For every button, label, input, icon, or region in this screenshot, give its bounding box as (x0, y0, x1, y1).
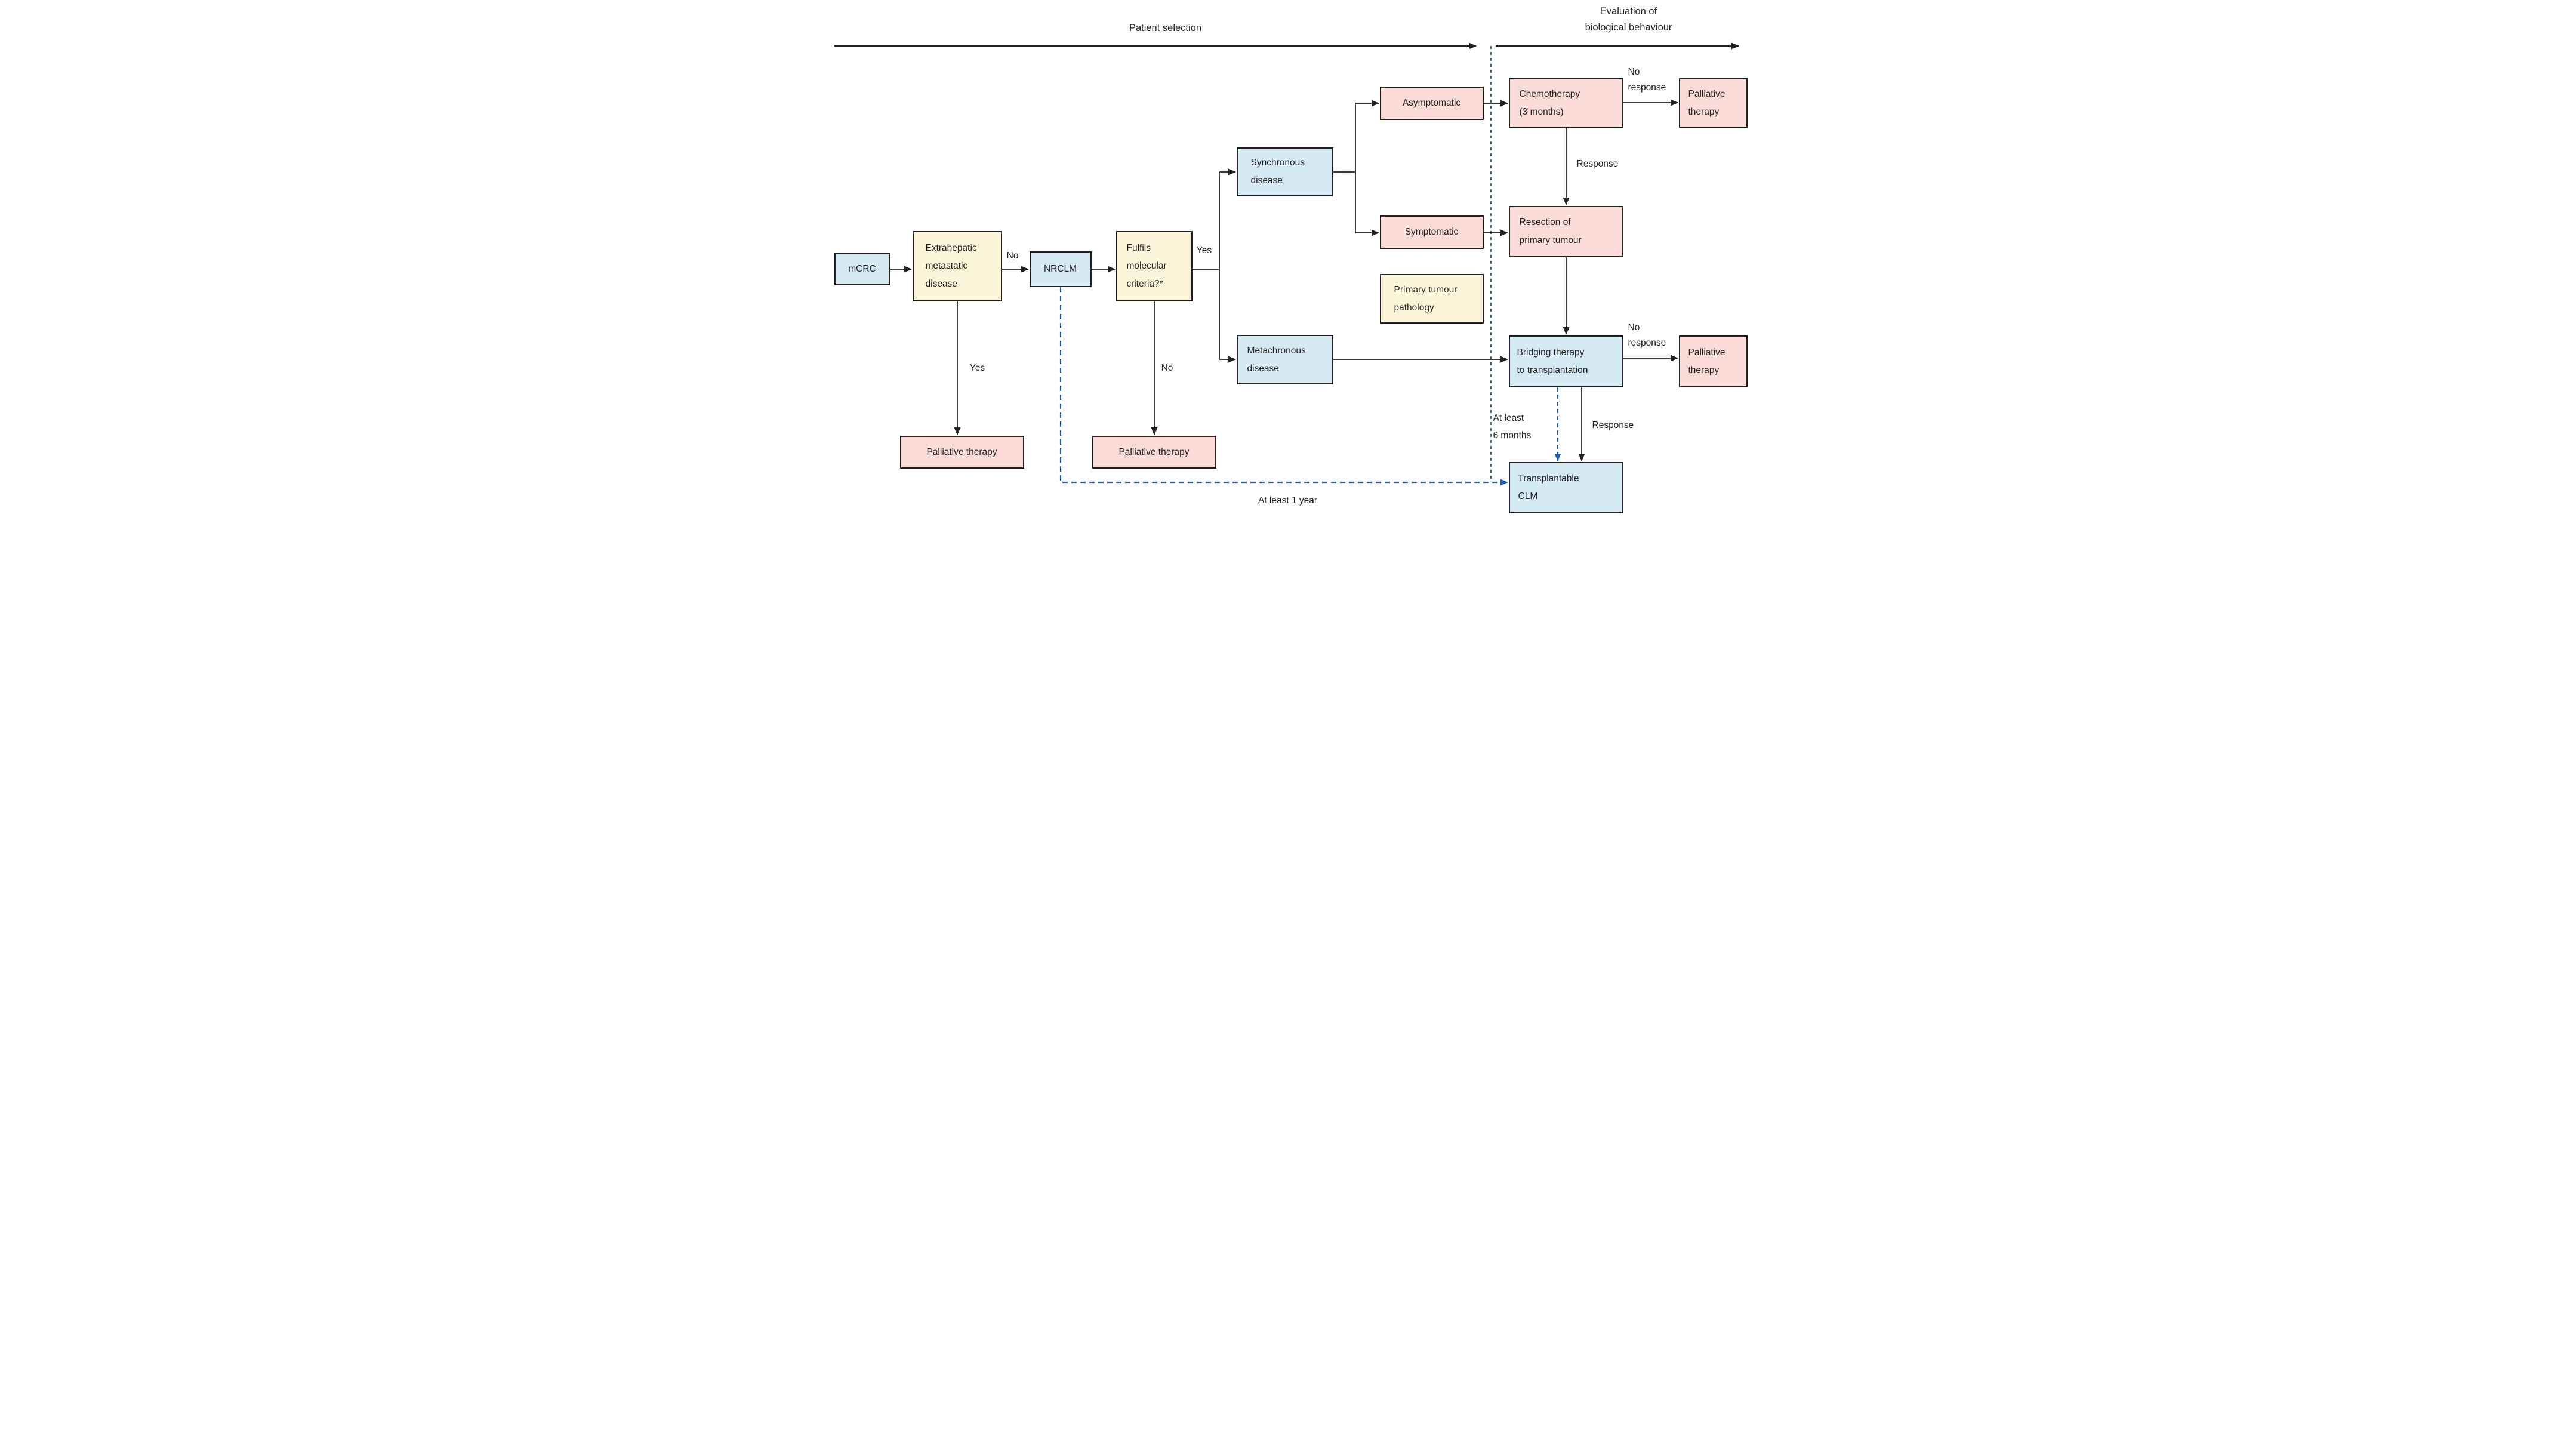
label-no-response-bridging: No response (1628, 322, 1666, 348)
box-mcrc: mCRC (834, 253, 890, 285)
phase-title-patient-selection: Patient selection (1129, 23, 1202, 33)
box-chemotherapy: Chemotherapy (3 months) (1508, 78, 1623, 128)
label-at-least-1-year: At least 1 year (1258, 495, 1318, 506)
box-synchronous-label: Synchronous disease (1250, 158, 1305, 186)
box-metachronous-disease: Metachronous disease (1236, 335, 1333, 384)
label-at-least-6-months: At least 6 months (1493, 413, 1532, 441)
box-resection-label: Resection of primary tumour (1519, 217, 1582, 245)
label-response-bridging: Response (1592, 420, 1634, 430)
box-asymptomatic-label: Asymptomatic (1402, 98, 1461, 108)
label-no-extrahepatic-to-nrclm: No (1006, 251, 1019, 261)
label-no-response-chemotherapy: No response (1628, 67, 1666, 93)
box-nrclm-label: NRCLM (1043, 264, 1077, 274)
box-palliative-top-right-label: Palliative therapy (1688, 88, 1725, 117)
box-asymptomatic: Asymptomatic (1379, 87, 1484, 120)
line-molecular-branch (1192, 172, 1220, 359)
box-resection-primary-tumour: Resection of primary tumour (1508, 206, 1623, 257)
box-palliative-right-label: Palliative therapy (1688, 347, 1725, 375)
box-palliative-therapy-bottom-left: Palliative therapy (899, 436, 1024, 469)
dashed-arrow-nrclm-at-least-1-year (1059, 287, 1508, 486)
label-response-chemotherapy: Response (1576, 159, 1619, 169)
box-palliative-therapy-right: Palliative therapy (1678, 335, 1748, 387)
connector-layer (834, 42, 1739, 486)
flowchart-canvas: Patient selection Evaluation of biologic… (828, 0, 1748, 513)
box-primary-tumour-pathology: Primary tumour pathology (1379, 274, 1484, 324)
box-palliative-therapy-top-right: Palliative therapy (1678, 78, 1748, 128)
box-chemotherapy-label: Chemotherapy (3 months) (1519, 88, 1580, 117)
box-mcrc-label: mCRC (848, 264, 876, 274)
box-transplantable-clm: Transplantable CLM (1508, 462, 1623, 513)
line-synchronous-branch (1333, 103, 1356, 233)
box-metachronous-label: Metachronous disease (1247, 345, 1306, 374)
box-fulfils-molecular-criteria: Fulfils molecular criteria?* (1116, 231, 1193, 301)
label-yes-extrahepatic-to-palliative: Yes (969, 363, 985, 373)
box-primary-pathology-label: Primary tumour pathology (1394, 284, 1458, 313)
box-synchronous-disease: Synchronous disease (1236, 147, 1333, 196)
box-molecular-label: Fulfils molecular criteria?* (1126, 243, 1167, 289)
box-extrahepatic-label: Extrahepatic metastatic disease (925, 243, 977, 289)
box-extrahepatic-metastatic-disease: Extrahepatic metastatic disease (912, 231, 1002, 301)
box-palliative-bottom-mid-label: Palliative therapy (1118, 447, 1190, 457)
label-yes-from-molecular: Yes (1196, 245, 1212, 255)
label-no-molecular-to-palliative: No (1161, 363, 1173, 373)
box-palliative-therapy-bottom-mid: Palliative therapy (1092, 436, 1216, 469)
box-palliative-bottom-left-label: Palliative therapy (926, 447, 997, 457)
phase-title-evaluation: Evaluation of biological behaviour (1585, 6, 1672, 33)
box-transplantable-label: Transplantable CLM (1518, 473, 1579, 501)
box-bridging-label: Bridging therapy to transplantation (1517, 347, 1588, 375)
box-symptomatic: Symptomatic (1379, 215, 1484, 249)
box-bridging-therapy: Bridging therapy to transplantation (1508, 335, 1623, 387)
box-symptomatic-label: Symptomatic (1404, 227, 1459, 237)
box-nrclm: NRCLM (1029, 251, 1092, 287)
